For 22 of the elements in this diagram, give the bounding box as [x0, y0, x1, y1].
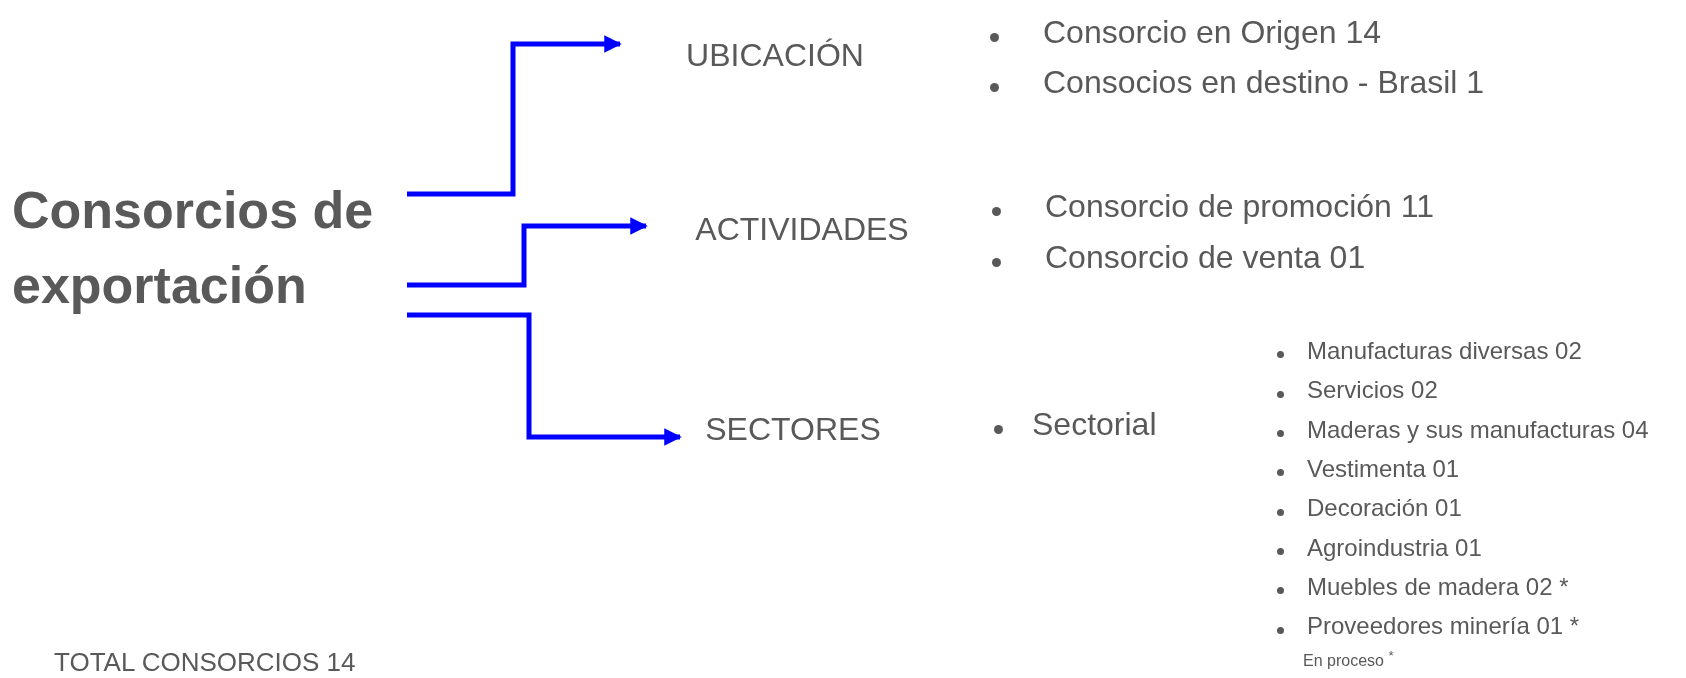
arrow [407, 312, 682, 446]
list-item: Maderas y sus manufacturas 04 [1307, 415, 1649, 444]
arrow [407, 35, 622, 197]
list-item: Proveedores minería 01 * [1307, 612, 1580, 640]
arrow [407, 217, 648, 288]
list-item: Decoración 01 [1307, 494, 1462, 522]
list-item: Agroindustria 01 [1307, 533, 1482, 562]
list-item: Consorcio de promoción 11 [1045, 188, 1434, 225]
list-item: Consorcio en Origen 14 [1043, 14, 1381, 51]
list-item: Consocios en destino - Brasil 1 [1043, 64, 1485, 101]
list-item: Muebles de madera 02 * [1307, 572, 1569, 601]
list-item: Manufacturas diversas 02 [1307, 337, 1582, 365]
list-item: Sectorial [1032, 406, 1157, 443]
note-text: TOTAL CONSORCIOS 14 [54, 648, 356, 678]
note-text: En proceso $^{*}$ [1303, 648, 1394, 671]
category-label: SECTORES [704, 409, 882, 449]
heading-text: Consorcios de exportación [12, 179, 375, 316]
list-item: Consorcio de venta 01 [1045, 239, 1366, 276]
list-item: Vestimenta 01 [1307, 454, 1460, 483]
list-item: Servicios 02 [1307, 376, 1438, 404]
category-label: ACTIVIDADES [694, 209, 910, 249]
category-label: UBICACIÓN [685, 35, 865, 75]
